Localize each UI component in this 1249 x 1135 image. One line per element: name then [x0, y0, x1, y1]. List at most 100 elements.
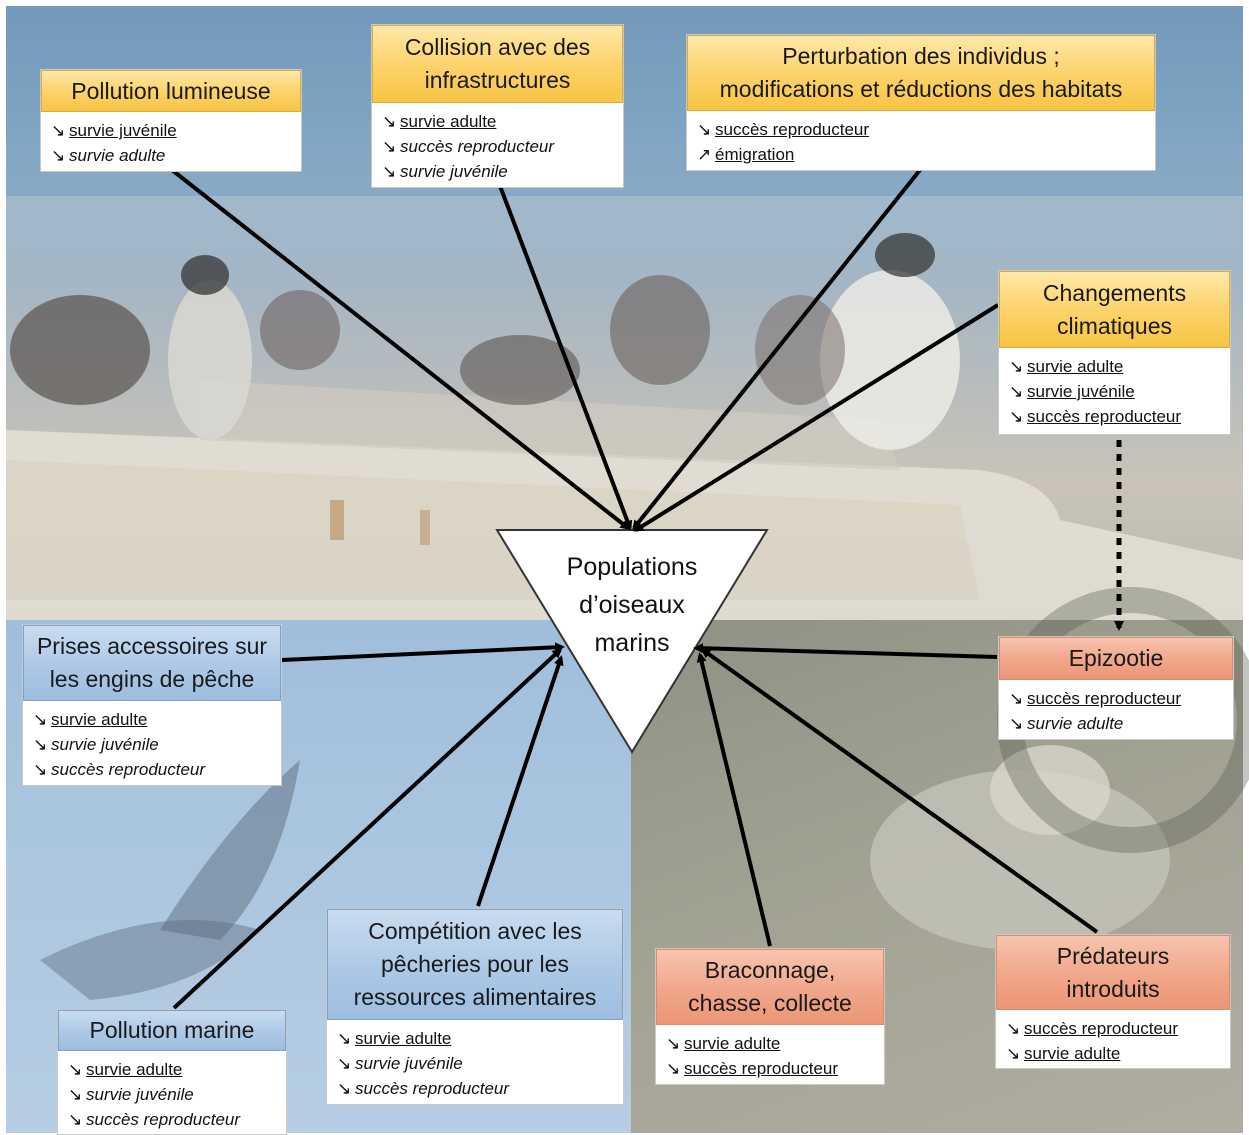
effect-text: succès reproducteur — [715, 120, 870, 139]
box-perturbation: Perturbation des individus ; modificatio… — [686, 34, 1156, 171]
box-pollution-lumineuse: Pollution lumineuse ↘survie juvénile ↘su… — [40, 69, 302, 172]
box-body: ↘succès reproducteur ↘survie adulte — [999, 680, 1233, 739]
decrease-arrow-icon: ↘ — [1009, 382, 1024, 401]
effect-text: survie adulte — [69, 146, 166, 165]
box-body: ↘survie adulte ↘survie juvénile ↘succès … — [58, 1051, 286, 1134]
box-title-line: infrastructures — [424, 67, 571, 93]
box-braconnage: Braconnage, chasse, collecte ↘survie adu… — [655, 948, 885, 1085]
box-title: Collision avec des infrastructures — [372, 25, 623, 103]
decrease-arrow-icon: ↘ — [1009, 357, 1024, 376]
effect-item: ↘succès reproducteur — [697, 117, 1147, 142]
effect-text: succès reproducteur — [684, 1059, 839, 1078]
effect-text: survie juvénile — [400, 162, 508, 181]
effect-item: ↘survie juvénile — [51, 118, 293, 143]
box-prises-accessoires: Prises accessoires sur les engins de pêc… — [22, 624, 282, 786]
effect-item: ↘succès reproducteur — [33, 757, 273, 782]
effect-item: ↘succès reproducteur — [337, 1076, 615, 1101]
box-title: Prédateurs introduits — [996, 935, 1230, 1010]
effect-item: ↘survie adulte — [1009, 711, 1225, 736]
box-title-line: Epizootie — [1068, 645, 1164, 671]
decrease-arrow-icon: ↘ — [33, 735, 48, 754]
center-line: d’oiseaux — [579, 591, 685, 619]
increase-arrow-icon: ↗ — [697, 145, 712, 164]
effect-item: ↘survie adulte — [666, 1031, 876, 1056]
box-title-line: les engins de pêche — [49, 666, 255, 692]
effect-item: ↘survie juvénile — [33, 732, 273, 757]
decrease-arrow-icon: ↘ — [382, 112, 397, 131]
effect-item: ↘survie adulte — [68, 1057, 278, 1082]
box-title: Epizootie — [999, 637, 1233, 680]
effect-item: ↘survie adulte — [337, 1026, 615, 1051]
decrease-arrow-icon: ↘ — [68, 1060, 83, 1079]
box-title-line: chasse, collecte — [688, 990, 852, 1016]
center-label: Populations d’oiseaux marins — [548, 548, 716, 662]
decrease-arrow-icon: ↘ — [51, 121, 66, 140]
arrow-changements — [633, 303, 1000, 532]
arrow-predateurs — [700, 648, 1099, 934]
box-body: ↘survie juvénile ↘survie adulte — [41, 112, 301, 171]
decrease-arrow-icon: ↘ — [337, 1079, 352, 1098]
effect-text: survie juvénile — [355, 1054, 463, 1073]
arrow-perturbation — [632, 168, 922, 531]
decrease-arrow-icon: ↘ — [1009, 714, 1024, 733]
box-title: Pollution lumineuse — [41, 70, 301, 112]
box-body: ↘survie adulte ↘succès reproducteur ↘sur… — [372, 103, 623, 187]
decrease-arrow-icon: ↘ — [382, 137, 397, 156]
box-predateurs: Prédateurs introduits ↘succès reproducte… — [995, 934, 1231, 1069]
arrow-prises — [281, 642, 565, 662]
box-competition: Compétition avec les pêcheries pour les … — [326, 908, 624, 1105]
effect-text: survie juvénile — [51, 735, 159, 754]
effect-text: succès reproducteur — [86, 1110, 241, 1129]
decrease-arrow-icon: ↘ — [33, 710, 48, 729]
box-title-line: Prises accessoires sur — [36, 633, 268, 659]
effect-item: ↘survie juvénile — [68, 1082, 278, 1107]
box-collision: Collision avec des infrastructures ↘surv… — [371, 24, 624, 188]
box-body: ↘succès reproducteur ↘survie adulte — [996, 1010, 1230, 1068]
effect-item: ↘survie adulte — [1006, 1041, 1222, 1066]
effect-text: survie juvénile — [69, 121, 177, 140]
effect-item: ↘succès reproducteur — [1009, 404, 1222, 429]
box-title: Pollution marine — [58, 1010, 286, 1051]
effect-text: survie adulte — [355, 1029, 452, 1048]
box-title-line: Braconnage, — [704, 957, 836, 983]
box-title-line: introduits — [1066, 975, 1160, 1002]
box-body: ↘survie adulte ↘survie juvénile ↘succès … — [999, 348, 1230, 434]
center-line: Populations — [566, 553, 698, 581]
box-title-line: Pollution lumineuse — [71, 77, 271, 104]
arrow-pollution-lumineuse — [170, 168, 631, 530]
effect-text: succès reproducteur — [1027, 407, 1182, 426]
decrease-arrow-icon: ↘ — [337, 1054, 352, 1073]
effect-item: ↘survie adulte — [382, 109, 615, 134]
effect-text: succès reproducteur — [1024, 1019, 1179, 1038]
box-title-line: pêcheries pour les — [381, 951, 569, 977]
effect-item: ↘succès reproducteur — [1006, 1016, 1222, 1041]
center-line: marins — [594, 629, 670, 657]
effect-text: émigration — [715, 145, 795, 164]
box-title: Perturbation des individus ; modificatio… — [687, 35, 1155, 111]
arrow-pollution-marine — [172, 647, 563, 1010]
decrease-arrow-icon: ↘ — [1006, 1019, 1021, 1038]
effect-item: ↘succès reproducteur — [68, 1107, 278, 1132]
decrease-arrow-icon: ↘ — [337, 1029, 352, 1048]
effect-text: survie juvénile — [86, 1085, 194, 1104]
box-body: ↘survie adulte ↘succès reproducteur — [656, 1025, 884, 1084]
decrease-arrow-icon: ↘ — [1006, 1044, 1021, 1063]
effect-item: ↘survie adulte — [51, 143, 293, 168]
arrow-competition — [476, 655, 564, 907]
decrease-arrow-icon: ↘ — [382, 162, 397, 181]
decrease-arrow-icon: ↘ — [697, 120, 712, 139]
box-changements: Changements climatiques ↘survie adulte ↘… — [998, 270, 1231, 435]
decrease-arrow-icon: ↘ — [666, 1034, 681, 1053]
box-title: Changements climatiques — [999, 271, 1230, 348]
decrease-arrow-icon: ↘ — [68, 1085, 83, 1104]
box-title-line: Compétition avec les — [368, 918, 582, 944]
effect-text: succès reproducteur — [1027, 689, 1182, 708]
decrease-arrow-icon: ↘ — [51, 146, 66, 165]
box-title: Braconnage, chasse, collecte — [656, 949, 884, 1025]
box-body: ↘survie adulte ↘survie juvénile ↘succès … — [23, 701, 281, 785]
effect-text: survie adulte — [51, 710, 148, 729]
effect-item: ↘succès reproducteur — [1009, 686, 1225, 711]
box-body: ↘succès reproducteur ↗émigration — [687, 111, 1155, 170]
effect-text: survie juvénile — [1027, 382, 1135, 401]
effect-text: succès reproducteur — [400, 137, 555, 156]
